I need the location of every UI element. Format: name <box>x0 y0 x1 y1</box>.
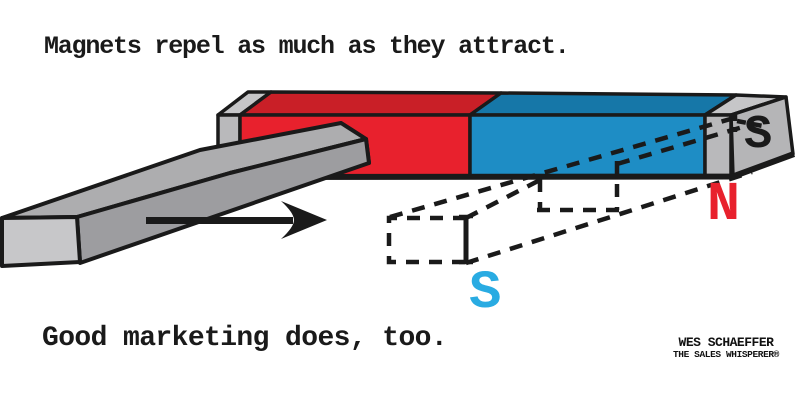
repelled-ghost-bar <box>386 113 769 266</box>
right-arrow-icon <box>146 201 327 239</box>
ghost-top-front-edge-far <box>616 121 754 167</box>
ghost-end-face-edge-caps <box>459 214 473 265</box>
arrow-shaft <box>146 217 293 224</box>
magnet-face-pole-label: S <box>744 109 773 162</box>
tagline-text: Good marketing does, too. <box>42 323 448 354</box>
magnet-north-top-face <box>238 90 503 117</box>
ghost-top-front-edge-near <box>464 177 542 221</box>
ghost-end-face-outline <box>386 215 466 265</box>
steel-bar <box>0 121 371 268</box>
steel-bar-end-face <box>0 215 82 268</box>
magnet-south-top-face <box>468 91 738 117</box>
north-pole-label: N <box>707 173 741 236</box>
headline-text: Magnets repel as much as they attract. <box>44 32 570 61</box>
brand-name: WES SCHAEFFER <box>678 335 774 350</box>
brand-signature: WES SCHAEFFER THE SALES WHISPERER® <box>673 336 779 360</box>
ghost-edge-on-pole-face <box>736 118 769 130</box>
brand-tagline: THE SALES WHISPERER® <box>672 348 779 360</box>
ghost-bottom-edge <box>465 169 753 266</box>
ghost-south-pole-label: S <box>469 263 502 324</box>
arrow-head <box>281 201 327 239</box>
ghost-solid-edge <box>459 214 473 265</box>
magnet-south-front-face <box>468 113 707 179</box>
